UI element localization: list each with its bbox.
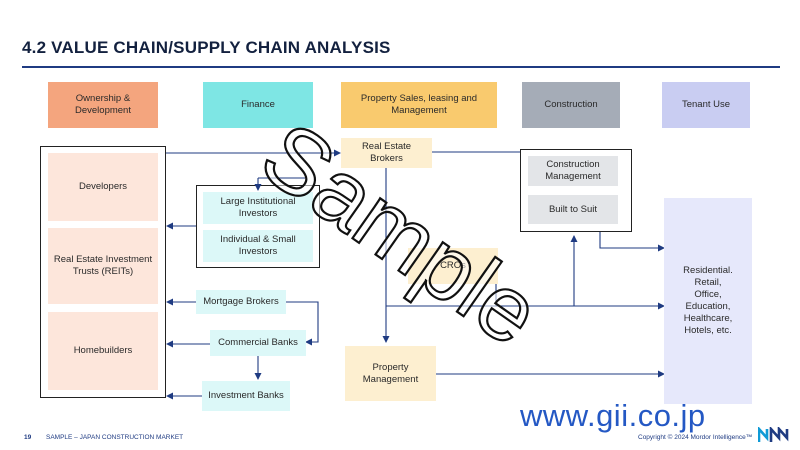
construction-management-node: Construction Management <box>528 156 618 186</box>
mordor-logo-icon <box>758 427 789 442</box>
individual-investors-node: Individual & Small Investors <box>203 230 313 262</box>
developers-node: Developers <box>48 153 158 221</box>
cros-node: CROs <box>408 248 498 284</box>
slide-title: 4.2 VALUE CHAIN/SUPPLY CHAIN ANALYSIS <box>22 38 391 57</box>
reits-node: Real Estate Investment Trusts (REITs) <box>48 228 158 304</box>
page-number: 19 <box>24 434 32 441</box>
header-ownership: Ownership & Development <box>48 82 158 128</box>
investment-banks-node: Investment Banks <box>202 381 290 411</box>
header-tenant: Tenant Use <box>662 82 750 128</box>
commercial-banks-node: Commercial Banks <box>210 330 306 356</box>
real-estate-brokers-node: Real Estate Brokers <box>341 138 432 168</box>
header-finance: Finance <box>203 82 313 128</box>
footer-label: SAMPLE – JAPAN CONSTRUCTION MARKET <box>46 434 184 441</box>
ownership-group-frame <box>40 146 166 398</box>
mortgage-brokers-node: Mortgage Brokers <box>196 290 286 314</box>
arrow-mortgage-to-commercial <box>286 301 319 346</box>
tenant-uses-node: Residential. Retail, Office, Education, … <box>664 198 752 404</box>
arrow-construction-to-tenant <box>599 232 665 252</box>
large-investors-node: Large Institutional Investors <box>203 192 313 224</box>
copyright-text: Copyright © 2024 Mordor Intelligence™ <box>638 434 753 441</box>
homebuilders-node: Homebuilders <box>48 312 158 390</box>
property-management-node: Property Management <box>345 346 436 401</box>
header-construction: Construction <box>522 82 620 128</box>
construction-group-frame <box>520 149 632 232</box>
header-property: Property Sales, leasing and Management <box>341 82 497 128</box>
gii-url-watermark: www.gii.co.jp <box>520 398 706 433</box>
title-divider <box>22 66 780 68</box>
built-to-suit-node: Built to Suit <box>528 195 618 224</box>
